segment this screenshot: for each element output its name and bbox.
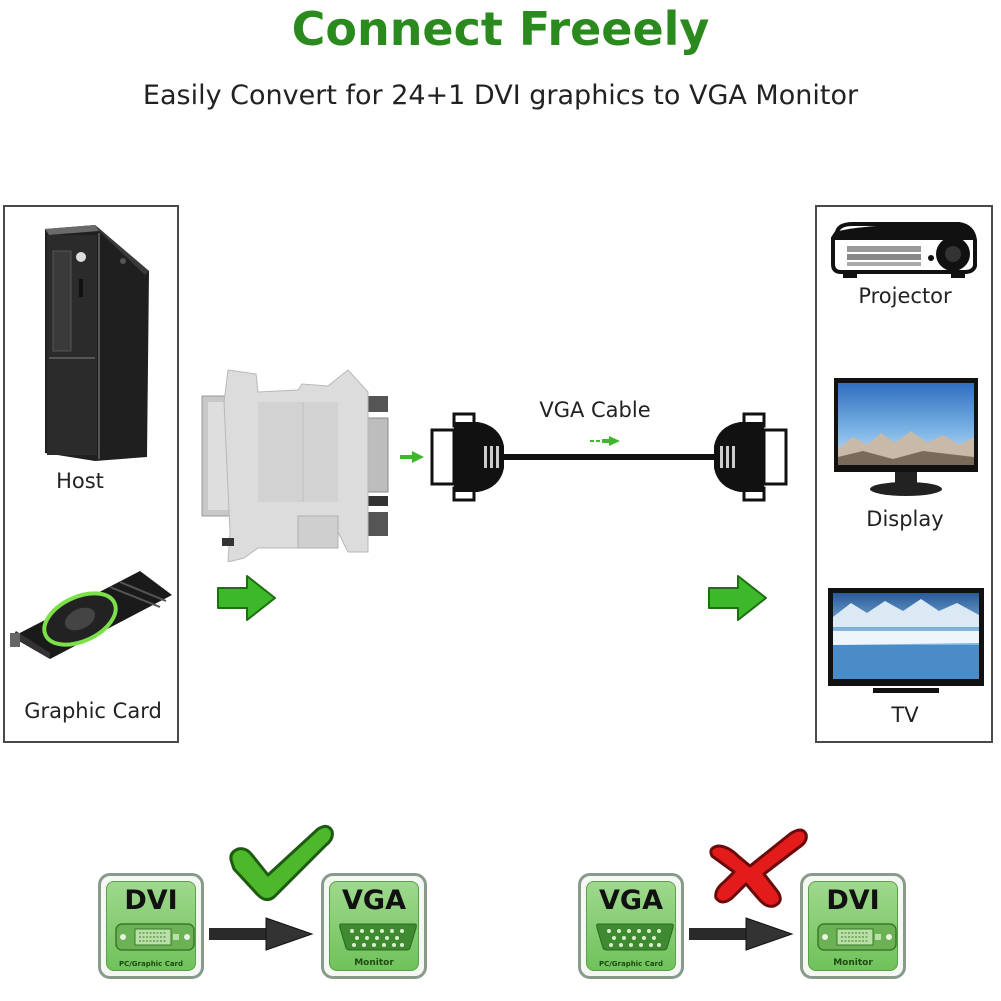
unsupported-to-title: DVI bbox=[826, 885, 880, 916]
supported-from-title: DVI bbox=[124, 885, 178, 916]
supported-to-title: VGA bbox=[342, 885, 406, 916]
supported-from-tile: DVI PC/Graphic Card bbox=[98, 873, 204, 979]
desktop-tower-icon bbox=[45, 225, 149, 461]
cable-label: VGA Cable bbox=[539, 398, 651, 422]
vga-port-icon bbox=[339, 923, 417, 951]
supported-to-sub: Monitor bbox=[354, 958, 394, 968]
graphics-card-icon bbox=[10, 571, 172, 659]
projector-icon bbox=[831, 222, 977, 278]
source-panel: Host Graphic Card bbox=[3, 205, 179, 743]
supported-from-sub: PC/Graphic Card bbox=[118, 960, 184, 968]
check-icon bbox=[229, 824, 334, 902]
dvi-port-icon bbox=[817, 923, 897, 951]
unsupported-to-sub: Monitor bbox=[833, 958, 873, 968]
dvi-port-icon bbox=[115, 923, 195, 951]
destination-panel: Projector Display TV bbox=[815, 205, 993, 743]
small-arrow-icon bbox=[400, 451, 424, 463]
page-subtitle: Easily Convert for 24+1 DVI graphics to … bbox=[142, 80, 859, 111]
tv-icon bbox=[828, 588, 984, 693]
cable-direction-arrow-icon bbox=[590, 436, 620, 446]
cross-icon bbox=[709, 828, 808, 908]
supported-to-tile: VGA Monitor bbox=[321, 873, 427, 979]
source-label-host: Host bbox=[56, 469, 104, 493]
flow-arrow-right-icon bbox=[708, 575, 767, 621]
destination-label-projector: Projector bbox=[858, 284, 952, 308]
supported-direction-arrow-icon bbox=[209, 917, 314, 951]
source-label-graphic-card: Graphic Card bbox=[24, 699, 162, 723]
unsupported-from-tile: VGA PC/Graphic Card bbox=[578, 873, 684, 979]
destination-label-display: Display bbox=[866, 507, 944, 531]
unsupported-to-tile: DVI Monitor bbox=[800, 873, 906, 979]
destination-label-tv: TV bbox=[891, 703, 919, 727]
page-title: Connect Freeely bbox=[291, 2, 710, 56]
vga-cable-icon bbox=[430, 412, 788, 502]
flow-arrow-left-icon bbox=[217, 575, 276, 621]
monitor-icon bbox=[834, 378, 978, 496]
dvi-to-vga-adapter-icon bbox=[201, 369, 389, 562]
unsupported-from-title: VGA bbox=[599, 885, 663, 916]
unsupported-direction-arrow-icon bbox=[689, 917, 794, 951]
unsupported-from-sub: PC/Graphic Card bbox=[598, 960, 664, 968]
vga-port-icon bbox=[596, 923, 674, 951]
